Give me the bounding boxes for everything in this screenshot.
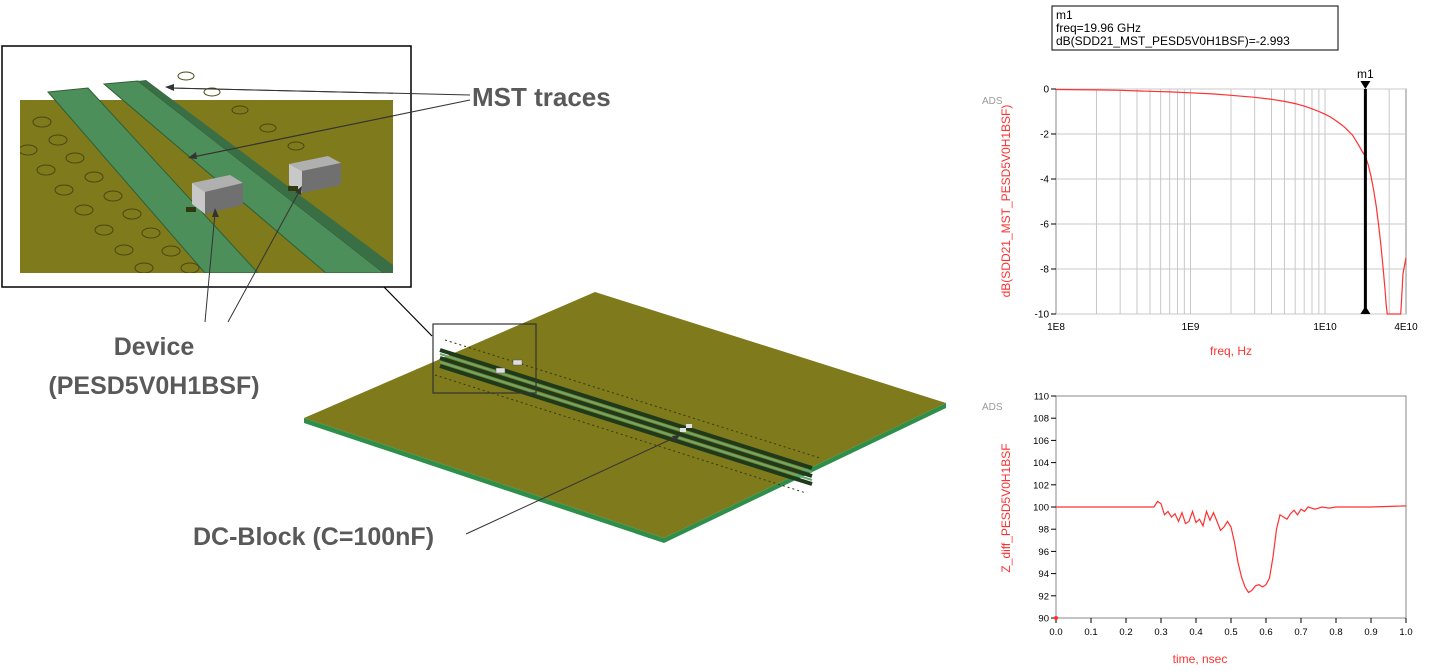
y-tick-label: -4 xyxy=(1040,175,1049,186)
x-tick-label: 1E8 xyxy=(1047,322,1065,333)
inset-device-2 xyxy=(289,156,341,193)
board-device-2 xyxy=(512,359,523,366)
tdr-y-tick-label: 92 xyxy=(1038,591,1049,602)
board-device-1 xyxy=(495,367,506,374)
y-axis-label: dB(SDD21_MST_PESD5V0H1BSF) xyxy=(999,105,1013,298)
tdr-y-tick-label: 96 xyxy=(1038,547,1049,558)
x-axis-label: freq, Hz xyxy=(1210,344,1252,358)
plot-grid xyxy=(1056,88,1406,315)
sdd21-series-line xyxy=(1055,88,1407,315)
tdr-x-tick-label: 0.2 xyxy=(1119,627,1132,638)
x-tick-label: 4E10 xyxy=(1394,322,1418,333)
board-via-rows xyxy=(434,339,821,494)
tdr-y-tick-label: 110 xyxy=(1034,392,1049,403)
tdr-x-tick-label: 0.1 xyxy=(1084,627,1097,638)
sdd21-plot: m1 freq=19.96 GHz dB(SDD21_MST_PESD5V0H1… xyxy=(982,5,1419,358)
marker-m1-bottom-handle[interactable] xyxy=(1360,306,1371,314)
zoom-region-box xyxy=(432,323,537,394)
zoom-inset-view xyxy=(20,62,393,273)
tdr-y-tick-label: 104 xyxy=(1033,458,1049,469)
inset-trace-left xyxy=(46,87,259,273)
marker-m1-top-handle[interactable] xyxy=(1360,81,1371,89)
tdr-y-tick-label: 100 xyxy=(1033,503,1049,514)
tdr-axis-ticks: 90 92 94 96 98 100 102 104 106 108 110 0.0 0.1 0.2 0.3… xyxy=(1033,392,1412,639)
tdr-series-line xyxy=(1056,500,1407,594)
tdr-origin-dot xyxy=(1054,616,1058,620)
marker-readout-line-2: freq=19.96 GHz xyxy=(1056,21,1141,35)
tdr-impedance-plot: ADS 90 92 94 96 98 100 102 104 106 108 110 0.0 0.1 0.… xyxy=(982,392,1413,667)
marker-readout-box: m1 freq=19.96 GHz dB(SDD21_MST_PESD5V0H1… xyxy=(1051,5,1339,51)
ads-watermark: ADS xyxy=(982,96,1003,107)
board-dc-block xyxy=(680,428,686,432)
marker-readout-line-1: m1 xyxy=(1056,8,1073,22)
board-3d-scene: MST traces Device (PESD5V0H1BSF) DC-Bloc… xyxy=(1,45,946,551)
ads-watermark-2: ADS xyxy=(982,402,1003,413)
x-tick-label: 1E9 xyxy=(1182,322,1200,333)
x-tick-label: 1E10 xyxy=(1313,322,1337,333)
y-tick-label: -6 xyxy=(1040,220,1049,231)
tdr-x-tick-label: 0.6 xyxy=(1259,627,1272,638)
tdr-x-tick-label: 0.4 xyxy=(1189,627,1202,638)
curve-group xyxy=(1055,88,1407,315)
tdr-y-tick-label: 102 xyxy=(1033,480,1049,491)
tdr-y-tick-label: 90 xyxy=(1038,614,1049,625)
y-tick-label: -10 xyxy=(1035,310,1050,321)
inset-via-row-right xyxy=(177,71,339,169)
tdr-x-tick-label: 0.7 xyxy=(1294,627,1307,638)
tdr-x-tick-label: 0.9 xyxy=(1364,627,1377,638)
marker-group: m1 xyxy=(1357,67,1374,314)
tdr-x-tick-label: 0.8 xyxy=(1329,627,1342,638)
callout-device-part: (PESD5V0H1BSF) xyxy=(48,372,259,400)
marker-m1-label: m1 xyxy=(1357,67,1374,81)
tdr-x-tick-label: 0.5 xyxy=(1224,627,1237,638)
pcb-board xyxy=(304,292,946,543)
inset-device-1 xyxy=(192,175,243,214)
tdr-y-tick-label: 94 xyxy=(1038,569,1049,580)
tdr-x-tick-label: 0.0 xyxy=(1049,627,1062,638)
inset-trace-right xyxy=(102,80,385,273)
callout-device: Device xyxy=(114,333,195,361)
tdr-y-tick-label: 108 xyxy=(1033,414,1049,425)
inset-via-row-top xyxy=(20,116,200,273)
tdr-x-tick-label: 1.0 xyxy=(1399,627,1412,638)
tdr-x-axis-label: time, nsec xyxy=(1173,652,1228,666)
marker-readout-line-3: dB(SDD21_MST_PESD5V0H1BSF)=-2.993 xyxy=(1056,34,1290,48)
tdr-y-axis-label: Z_diff_PESD5V0H1BSF xyxy=(999,443,1013,572)
tdr-x-tick-label: 0.3 xyxy=(1154,627,1167,638)
tdr-curve-group xyxy=(1054,500,1407,620)
callout-mst-traces: MST traces xyxy=(472,82,611,112)
callout-dc-block: DC-Block (C=100nF) xyxy=(193,523,434,551)
y-tick-label: -8 xyxy=(1040,265,1049,276)
tdr-y-tick-label: 106 xyxy=(1033,436,1049,447)
y-tick-label: 0 xyxy=(1043,85,1049,96)
tdr-y-tick-label: 98 xyxy=(1038,525,1049,536)
y-tick-label: -2 xyxy=(1040,130,1049,141)
